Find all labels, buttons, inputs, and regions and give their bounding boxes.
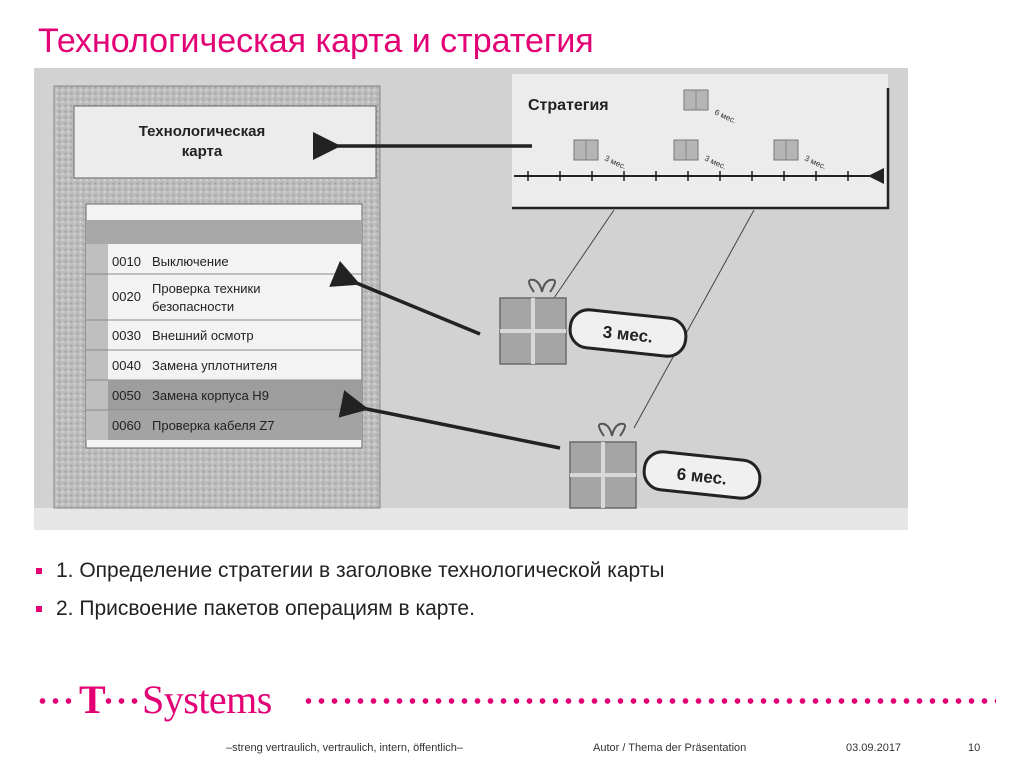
task-list-panel: Технологическая карта 0010 Выключение 00… bbox=[53, 85, 381, 509]
footer-author-topic: Autor / Thema der Präsentation bbox=[593, 742, 747, 754]
operation-row: 0030 Внешний осмотр bbox=[86, 328, 362, 351]
bullet-square-icon bbox=[36, 568, 42, 574]
package-3-months: 3 мес. bbox=[499, 278, 688, 365]
operation-name: безопасности bbox=[152, 299, 234, 314]
gift-icon bbox=[569, 422, 637, 509]
footer-page-number: 10 bbox=[968, 742, 981, 754]
operation-code: 0010 bbox=[112, 254, 141, 269]
footer-date: 03.09.2017 bbox=[846, 742, 902, 754]
operation-name: Проверка техники bbox=[152, 281, 260, 296]
gift-icon bbox=[573, 139, 599, 161]
process-diagram-photo: Технологическая карта 0010 Выключение 00… bbox=[34, 68, 908, 530]
bullet-list: 1. Определение стратегии в заголовке тех… bbox=[36, 558, 665, 634]
gift-icon bbox=[499, 278, 567, 365]
operation-name: Замена корпуса H9 bbox=[152, 388, 269, 403]
operation-name: Выключение bbox=[152, 254, 229, 269]
operation-code: 0040 bbox=[112, 358, 141, 373]
operation-code: 0060 bbox=[112, 418, 141, 433]
operation-row: 0060 Проверка кабеля Z7 bbox=[108, 410, 362, 440]
bullet-square-icon bbox=[36, 606, 42, 612]
operation-name: Внешний осмотр bbox=[152, 328, 254, 343]
bullet-item: 2. Присвоение пакетов операциям в карте. bbox=[36, 596, 665, 622]
operation-row: 0050 Замена корпуса H9 bbox=[86, 380, 362, 411]
task-list-title-line2: карта bbox=[182, 143, 223, 160]
footer-confidentiality: –streng vertraulich, vertraulich, intern… bbox=[226, 742, 464, 754]
operation-row: 0020 Проверка техники безопасности bbox=[86, 281, 362, 321]
logo-t-letter: T bbox=[79, 677, 106, 722]
operation-row: 0010 Выключение bbox=[86, 254, 362, 275]
logo-dots-left bbox=[36, 698, 76, 704]
logo-dots-middle bbox=[102, 698, 140, 704]
gift-icon bbox=[673, 139, 699, 161]
operation-code: 0050 bbox=[112, 388, 141, 403]
logo-wordmark: Systems bbox=[142, 677, 272, 722]
gift-icon bbox=[773, 139, 799, 161]
package-6-months: 6 мес. bbox=[569, 422, 762, 509]
operation-name: Проверка кабеля Z7 bbox=[152, 418, 275, 433]
operation-name: Замена уплотнителя bbox=[152, 358, 277, 373]
t-systems-logo: T Systems bbox=[36, 676, 996, 726]
strategy-title: Стратегия bbox=[528, 97, 609, 114]
strategy-panel: Стратегия 6 мес. bbox=[512, 74, 890, 210]
bullet-text: 2. Присвоение пакетов операциям в карте. bbox=[56, 597, 475, 620]
operation-code: 0020 bbox=[112, 289, 141, 304]
operation-code: 0030 bbox=[112, 328, 141, 343]
task-list-title-line1: Технологическая bbox=[139, 123, 266, 140]
bullet-item: 1. Определение стратегии в заголовке тех… bbox=[36, 558, 665, 584]
bullet-text: 1. Определение стратегии в заголовке тех… bbox=[56, 559, 665, 582]
slide-title: Технологическая карта и стратегия bbox=[38, 22, 594, 60]
logo-dots-right bbox=[302, 698, 996, 704]
gift-icon bbox=[683, 89, 709, 111]
